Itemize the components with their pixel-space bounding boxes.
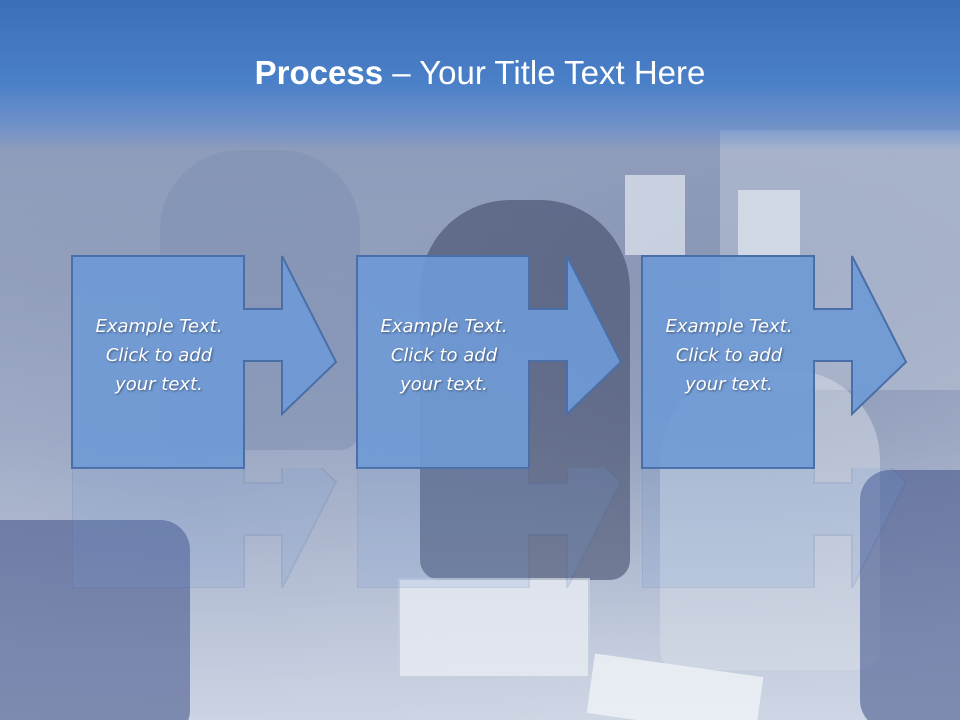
slide-title-rest: – Your Title Text Here	[383, 54, 706, 91]
title-bar	[0, 0, 960, 150]
slide-title[interactable]: Process – Your Title Text Here	[0, 54, 960, 92]
arrow-right-icon	[642, 468, 908, 588]
process-step-text[interactable]: Example Text. Click to add your text.	[380, 316, 508, 395]
background-photo-radiator	[625, 175, 685, 255]
arrow-right-icon	[357, 468, 623, 588]
background-photo-laptop	[398, 578, 590, 678]
process-step-1[interactable]: Example Text. Click to add your text.	[71, 255, 362, 469]
process-step-reflection	[72, 468, 362, 588]
arrow-right-icon	[356, 255, 623, 469]
arrow-right-icon	[641, 255, 908, 469]
background-photo-sofa	[0, 520, 190, 720]
process-step-reflection	[357, 468, 647, 588]
process-step-text[interactable]: Example Text. Click to add your text.	[95, 316, 223, 395]
background-photo-sofa	[860, 470, 960, 720]
background-photo-radiator	[738, 190, 800, 260]
slide-title-bold: Process	[254, 54, 384, 91]
arrow-right-icon	[72, 468, 338, 588]
process-step-reflection	[642, 468, 932, 588]
process-step-text[interactable]: Example Text. Click to add your text.	[665, 316, 793, 395]
process-step-2[interactable]: Example Text. Click to add your text.	[356, 255, 647, 469]
process-step-3[interactable]: Example Text. Click to add your text.	[641, 255, 932, 469]
arrow-right-icon	[71, 255, 338, 469]
